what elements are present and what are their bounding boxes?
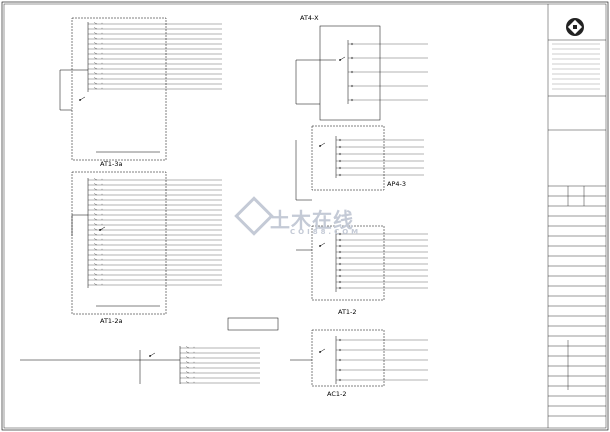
at4-x-node (350, 42, 354, 46)
at4-x-main-switch-pivot (338, 58, 342, 62)
at1-2a-breaker-mark (93, 263, 98, 266)
bottom-left-breaker-mark (185, 376, 190, 379)
at1-2a-breaker-mark (93, 268, 98, 271)
panel-box-ap4-3 (311, 125, 385, 191)
at1-2a-breaker-mark (93, 248, 98, 251)
panel-title-ac1-2: AC1-2 (327, 390, 347, 398)
at1-2a-breaker-mark (93, 188, 98, 191)
bottom-left-breaker-mark (185, 381, 190, 384)
at1-2-node (338, 256, 342, 260)
at1-3a-breaker-mark (93, 72, 98, 75)
at1-3a-breaker-mark (93, 57, 98, 60)
at1-2a-breaker-mark (93, 178, 98, 181)
at1-2a-breaker-mark (93, 278, 98, 281)
bottom-left-breaker-mark (185, 346, 190, 349)
feeder-at1-2a (71, 214, 88, 236)
at1-2-node (338, 238, 342, 242)
ac1-2-node (338, 378, 342, 382)
ac1-2-node (338, 338, 342, 342)
at1-2-node (338, 286, 342, 290)
panel-box-at1-2a (71, 171, 167, 315)
panel-box-at1-2 (311, 225, 385, 301)
legend-box (227, 317, 279, 331)
at1-2-node (338, 262, 342, 266)
ac1-2-node (338, 368, 342, 372)
ac1-2-node (338, 348, 342, 352)
at1-3a-breaker-mark (93, 82, 98, 85)
bottom-left-breaker-mark (185, 351, 190, 354)
at1-2-node (338, 232, 342, 236)
panel-title-at4-x: AT4-X (300, 14, 319, 22)
at1-2a-breaker-mark (93, 228, 98, 231)
at1-3a-breaker-mark (93, 32, 98, 35)
at1-2a-breaker-mark (93, 243, 98, 246)
panel-title-at1-3a: AT1-3a (100, 160, 123, 168)
at1-3a-breaker-mark (93, 22, 98, 25)
at4-x-node (350, 56, 354, 60)
at1-2a-main-switch-pivot (98, 228, 102, 232)
bottom-left-breaker-mark (185, 371, 190, 374)
at1-2-node (338, 250, 342, 254)
at1-2-node (338, 268, 342, 272)
at1-2a-breaker-mark (93, 233, 98, 236)
at4-x-incomer-2 (295, 60, 320, 105)
at1-3a-breaker-mark (93, 52, 98, 55)
at1-2a-breaker-mark (93, 283, 98, 286)
at1-2a-breaker-mark (93, 223, 98, 226)
ac1-2-main-switch-pivot (318, 350, 322, 354)
ap4-3-node (338, 138, 342, 142)
at1-2a-breaker-mark (93, 238, 98, 241)
at1-2-node (338, 280, 342, 284)
bottom-left-breaker-mark (185, 356, 190, 359)
at1-2a-breaker-mark (93, 193, 98, 196)
panel-title-at1-2: AT1-2 (338, 308, 357, 316)
watermark-subtext: COI88.COM (290, 228, 362, 236)
at1-2a-breaker-mark (93, 213, 98, 216)
at1-3a-breaker-mark (93, 77, 98, 80)
at4-x-node (350, 84, 354, 88)
at1-2-node (338, 244, 342, 248)
ap4-3-node (338, 152, 342, 156)
at1-2a-breaker-mark (93, 253, 98, 256)
at1-3a-breaker-mark (93, 42, 98, 45)
at1-3a-breaker-mark (93, 27, 98, 30)
at1-3a-breaker-mark (93, 87, 98, 90)
bottom-left-breaker-mark (185, 361, 190, 364)
at1-3a-main-switch-pivot (78, 98, 82, 102)
at1-3a-breaker-mark (93, 62, 98, 65)
at1-2-main-switch-pivot (318, 244, 322, 248)
at4-x-node (350, 98, 354, 102)
company-logo-icon (566, 18, 584, 36)
at1-2a-breaker-mark (93, 198, 98, 201)
at1-2a-breaker-mark (93, 183, 98, 186)
feeder-at1-3a (59, 69, 88, 111)
panel-box-ac1-2 (311, 329, 385, 387)
panel-box-at4-x (319, 25, 381, 121)
at1-2a-breaker-mark (93, 208, 98, 211)
at1-2a-breaker-mark (93, 258, 98, 261)
ap4-3-node (338, 173, 342, 177)
ap4-3-main-switch-pivot (318, 144, 322, 148)
ap4-3-node (338, 159, 342, 163)
at4-x-node (350, 70, 354, 74)
at1-3a-breaker-mark (93, 67, 98, 70)
ac1-2-node (338, 358, 342, 362)
at1-2a-breaker-mark (93, 218, 98, 221)
ap4-3-node (338, 166, 342, 170)
at1-3a-breaker-mark (93, 37, 98, 40)
ap4-3-incomer (295, 140, 312, 201)
panel-title-at1-2a: AT1-2a (100, 317, 123, 325)
ap4-3-node (338, 145, 342, 149)
bottom-left-breaker-mark (185, 366, 190, 369)
at1-2a-breaker-mark (93, 273, 98, 276)
watermark-text: 土木在线 (270, 208, 354, 232)
bottom-main-switch-pivot (148, 354, 152, 358)
at1-2-node (338, 274, 342, 278)
at1-3a-breaker-mark (93, 47, 98, 50)
panel-title-ap4-3: AP4-3 (387, 180, 406, 188)
at1-2a-breaker-mark (93, 203, 98, 206)
